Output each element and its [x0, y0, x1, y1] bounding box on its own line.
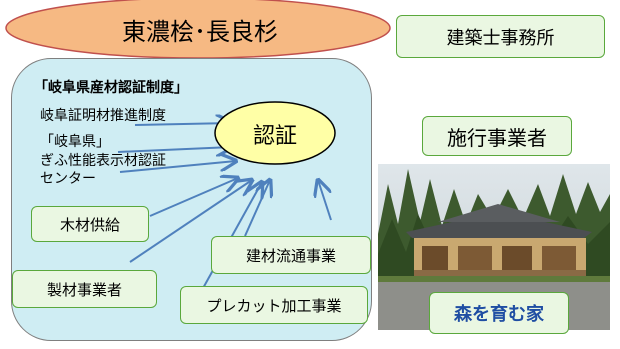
certification-line: センター: [40, 171, 96, 187]
arrow: [244, 180, 270, 237]
contractor-box: 施行事業者: [422, 116, 572, 156]
certification-line: 「岐阜県」: [40, 134, 110, 150]
timber-supply-label: 木材供給: [59, 215, 120, 234]
house-name-box: 森を育む家: [429, 292, 569, 334]
building-material-box: 建材流通事業: [211, 236, 371, 274]
certification-seal-label: 認証: [252, 124, 297, 149]
building-material-label: 建材流通事業: [245, 246, 336, 265]
certification-seal-ellipse: [214, 101, 336, 165]
house-name-label: 森を育む家: [454, 304, 544, 325]
architect-office-box: 建築士事務所: [396, 15, 605, 58]
arrow: [134, 123, 232, 125]
sawmill-label: 製材事業者: [46, 280, 122, 299]
precut-box: プレカット加工事業: [180, 286, 368, 324]
house-photo: [378, 164, 610, 330]
certification-line: ぎふ性能表示材認証: [40, 153, 166, 169]
timber-supply-box: 木材供給: [31, 206, 149, 242]
page-title: 東濃桧･長良杉: [122, 18, 278, 46]
certification-system-title: 「岐阜県産材認証制度」: [34, 80, 188, 96]
precut-label: プレカット加工事業: [206, 296, 342, 315]
arrow: [117, 147, 232, 152]
certification-line: 岐阜証明材推進制度: [40, 108, 166, 124]
arrow: [149, 178, 238, 217]
architect-office-label: 建築士事務所: [446, 27, 555, 49]
sawmill-box: 製材事業者: [12, 270, 157, 308]
arrow: [318, 180, 332, 221]
arrow: [129, 180, 252, 263]
contractor-label: 施行事業者: [447, 125, 547, 150]
arrow: [119, 161, 236, 173]
